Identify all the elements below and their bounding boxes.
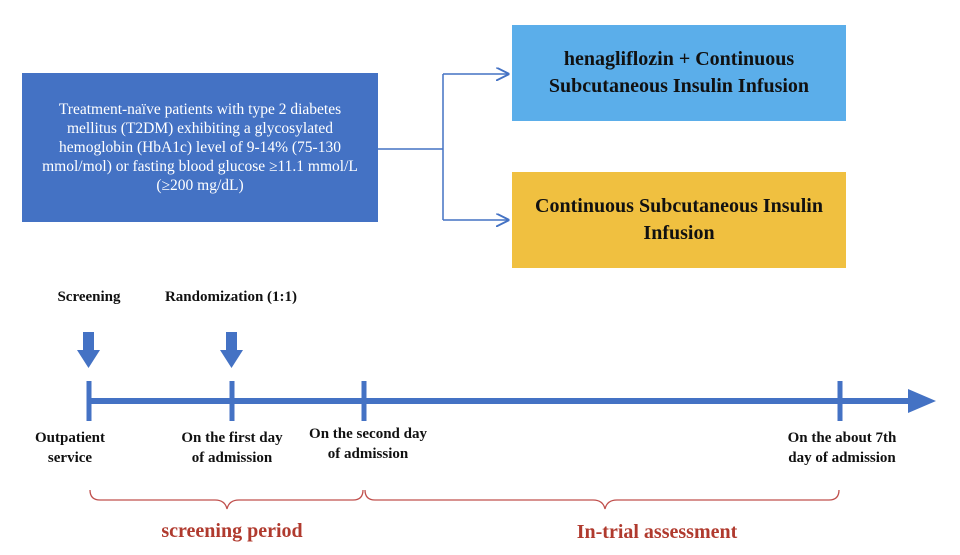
arm2-text: Continuous Subcutaneous Insulin Infusion	[535, 195, 823, 244]
timepoint-first-day-label: On the first day of admission	[181, 430, 283, 466]
event-randomization-label: Randomization (1:1)	[164, 289, 298, 305]
randomization-arrow-icon	[220, 332, 243, 368]
brace-screening-period	[89, 489, 364, 510]
patient-criteria-box: Treatment-naïve patients with type 2 dia…	[22, 73, 378, 222]
screening-arrow-icon	[77, 332, 100, 368]
arm1-box: henagliflozin + Continuous Subcutaneous …	[512, 25, 846, 121]
brace-in-trial-assessment	[364, 489, 840, 510]
screening-period-label: screening period	[161, 520, 303, 542]
in-trial-assessment-label: In-trial assessment	[576, 521, 738, 543]
timeline-arrowhead-icon	[908, 389, 936, 413]
timepoint-outpatient-label: Outpatient service	[34, 430, 105, 466]
arm1-text: henagliflozin + Continuous Subcutaneous …	[548, 48, 810, 97]
timepoint-seventh-day-label: On the about 7th day of admission	[787, 430, 897, 466]
event-screening-label: Screening	[57, 289, 121, 305]
arm2-box: Continuous Subcutaneous Insulin Infusion	[512, 172, 846, 268]
timepoint-second-day-label: On the second day of admission	[309, 426, 427, 462]
patient-criteria-text: Treatment-naïve patients with type 2 dia…	[42, 101, 358, 194]
